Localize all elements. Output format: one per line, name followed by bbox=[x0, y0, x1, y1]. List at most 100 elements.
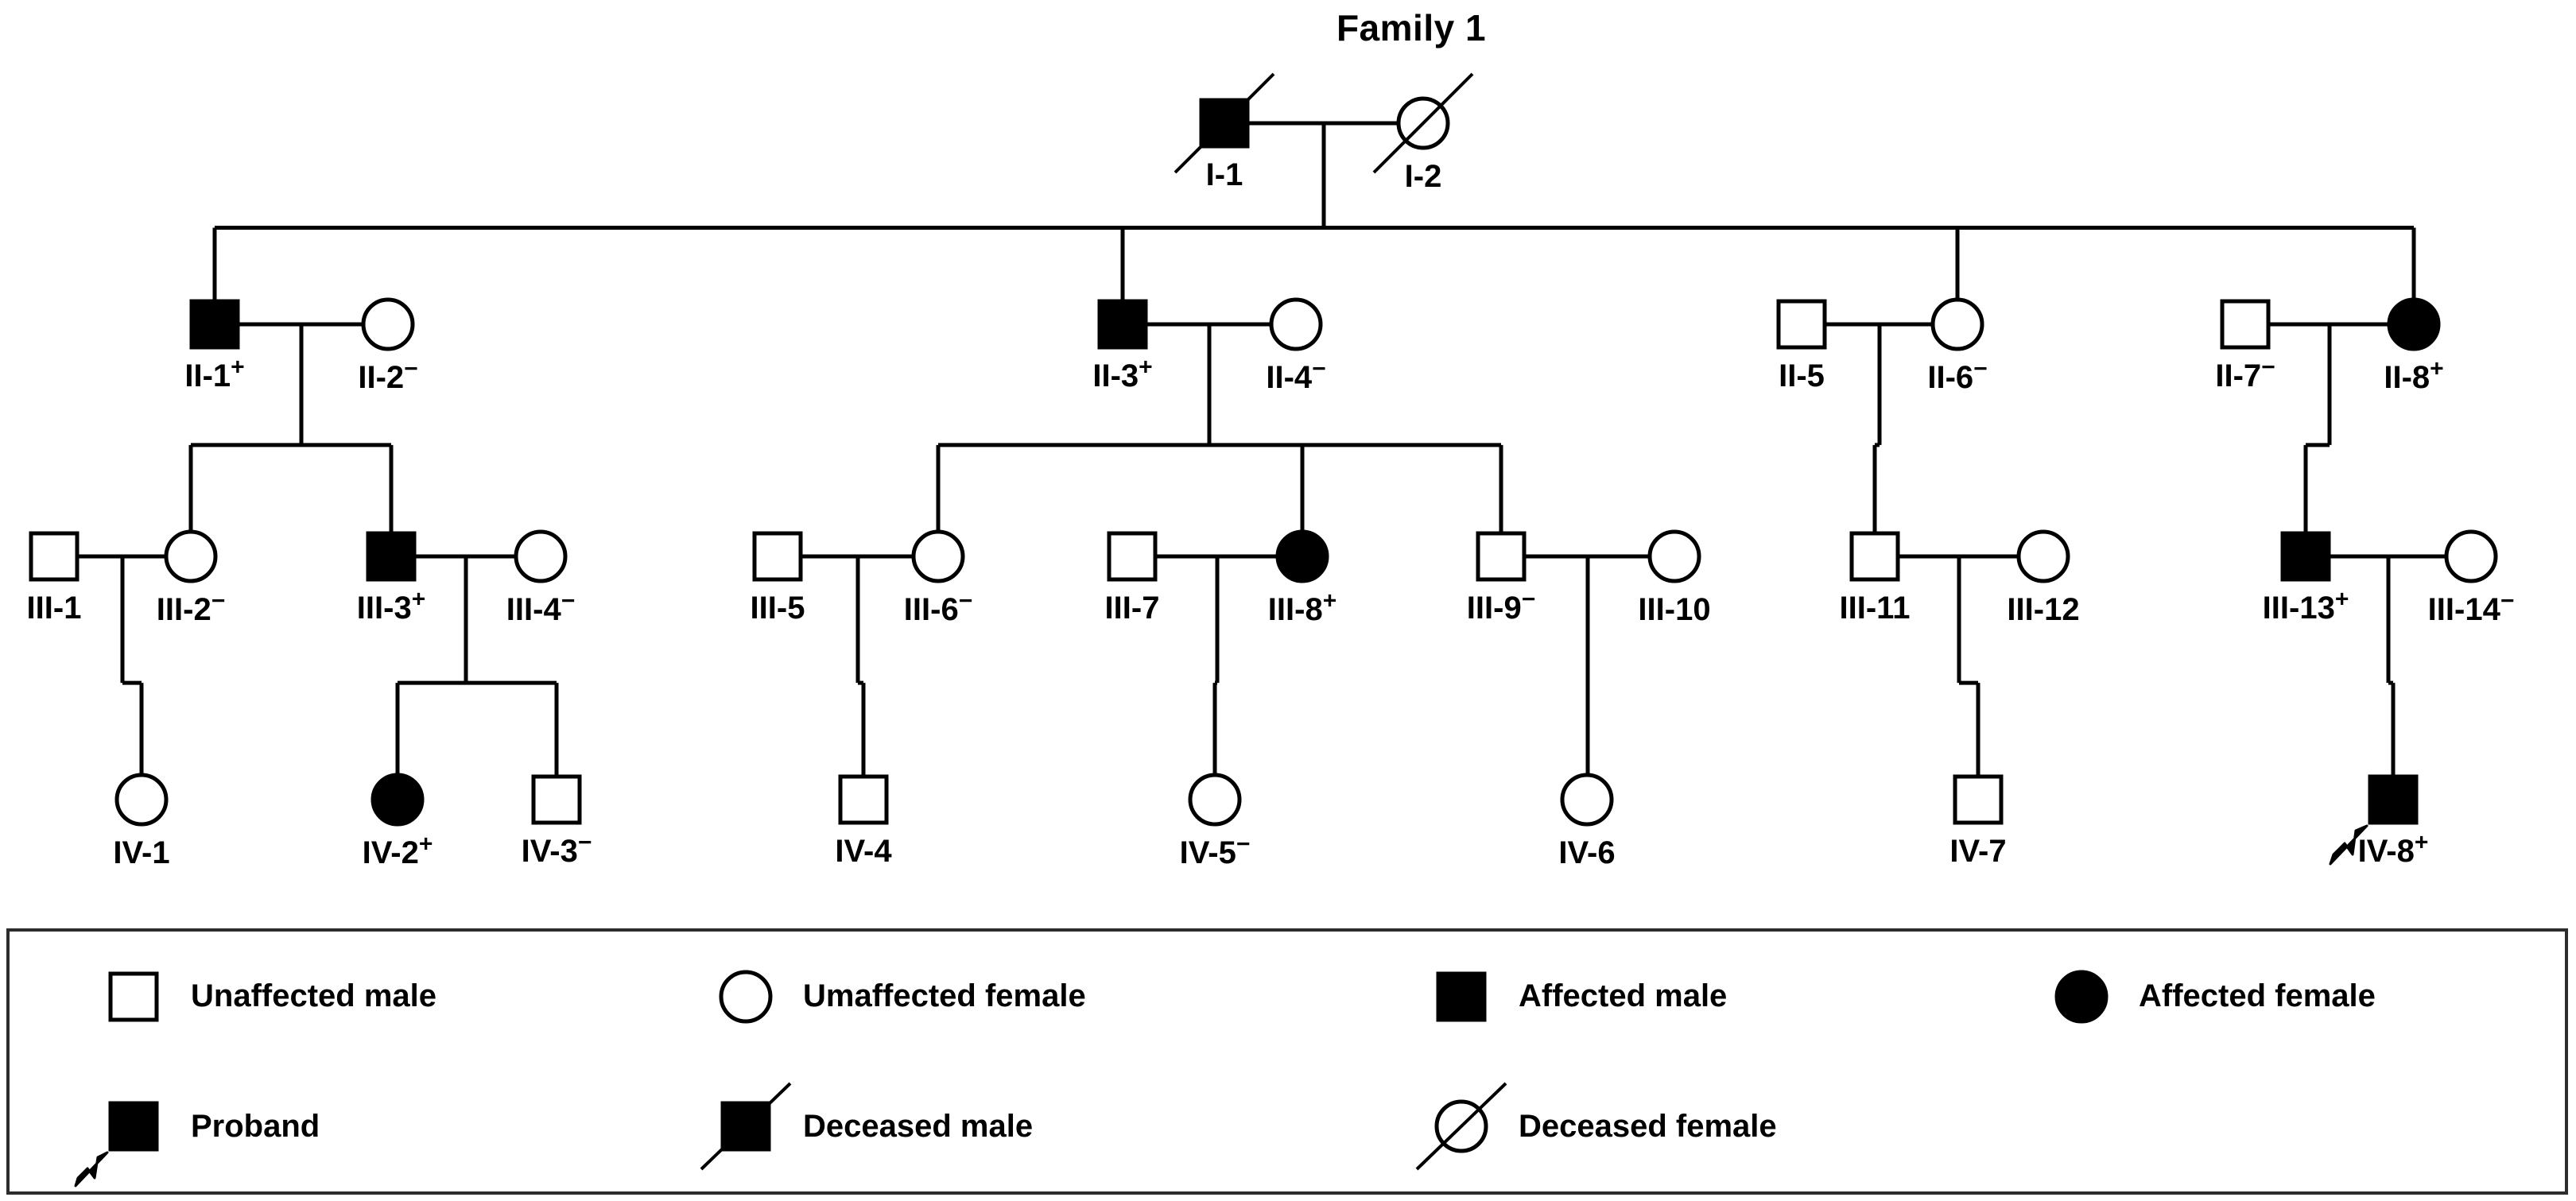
pedigree-svg bbox=[29, 72, 2498, 866]
individual-label-II-5: II-5 bbox=[1779, 360, 1825, 392]
individual-id-text: I-2 bbox=[1404, 159, 1442, 194]
legend-item-affected-female: Affected female bbox=[2045, 932, 2376, 1062]
legend-label: Affected male bbox=[1519, 978, 1728, 1014]
individual-label-IV-6: IV-6 bbox=[1558, 837, 1615, 869]
legend-label: Umaffected female bbox=[803, 978, 1086, 1014]
affected-female-symbol bbox=[1275, 529, 1329, 583]
genotype-marker: + bbox=[2414, 829, 2429, 856]
figure-title-text: Family 1 bbox=[1336, 7, 1487, 48]
individual-label-I-1: I-1 bbox=[1206, 159, 1243, 191]
legend-label: Deceased male bbox=[803, 1108, 1034, 1144]
unaffected-female-symbol bbox=[361, 297, 415, 351]
genotype-marker: + bbox=[1322, 587, 1337, 614]
individual-III-9 bbox=[1476, 531, 1527, 582]
legend-symbol-circle-filled bbox=[2045, 953, 2124, 1040]
individual-IV-7 bbox=[1953, 774, 2004, 825]
deceased-slash-icon bbox=[1174, 72, 1275, 174]
individual-id-text: IV-1 bbox=[113, 835, 170, 870]
unaffected-male-symbol bbox=[1476, 531, 1527, 582]
individual-label-II-2: II-2− bbox=[358, 357, 417, 393]
individual-II-3 bbox=[1097, 299, 1148, 350]
individual-III-13 bbox=[2280, 531, 2331, 582]
legend-circle-symbol bbox=[2054, 970, 2109, 1024]
individual-label-II-6: II-6− bbox=[1927, 357, 1987, 395]
genotype-marker: − bbox=[1236, 831, 1251, 858]
unaffected-female-symbol bbox=[1647, 529, 1701, 583]
legend-symbol-circle-open-slash bbox=[1415, 1082, 1507, 1171]
genotype-marker: + bbox=[2334, 586, 2349, 613]
individual-id-text: III-8 bbox=[1267, 592, 1323, 627]
unaffected-male-symbol bbox=[1107, 531, 1158, 582]
individual-label-IV-5: IV-5− bbox=[1180, 832, 1251, 869]
individual-II-2 bbox=[361, 297, 415, 351]
individual-label-I-2: I-2 bbox=[1405, 161, 1442, 192]
individual-IV-1 bbox=[114, 773, 169, 827]
individual-label-III-5: III-5 bbox=[751, 592, 805, 624]
individual-label-II-3: II-3+ bbox=[1092, 355, 1152, 392]
genotype-marker: + bbox=[2430, 355, 2444, 382]
individual-id-text: III-6 bbox=[903, 592, 959, 627]
genotype-marker: − bbox=[2261, 354, 2275, 381]
legend-label: Deceased female bbox=[1519, 1108, 1777, 1144]
individual-id-text: II-1 bbox=[184, 358, 231, 393]
individual-id-text: II-6 bbox=[1927, 360, 1974, 395]
unaffected-female-symbol bbox=[911, 529, 965, 583]
unaffected-male-symbol bbox=[1953, 774, 2004, 825]
individual-label-II-1: II-1+ bbox=[184, 355, 244, 393]
individual-label-III-7: III-7 bbox=[1105, 592, 1160, 624]
individual-II-8 bbox=[2387, 297, 2441, 351]
individual-id-text: III-3 bbox=[356, 591, 412, 626]
individual-id-text: II-5 bbox=[1779, 358, 1825, 393]
legend-square-symbol bbox=[1436, 971, 1487, 1022]
unaffected-female-symbol bbox=[1188, 773, 1242, 827]
individual-id-text: IV-7 bbox=[1949, 834, 2007, 869]
individual-id-text: III-14 bbox=[2427, 592, 2500, 627]
individual-id-text: IV-2 bbox=[362, 835, 419, 870]
legend-label: Affected female bbox=[2139, 978, 2376, 1014]
individual-id-text: III-5 bbox=[750, 591, 805, 626]
unaffected-male-symbol bbox=[752, 531, 803, 582]
individual-III-10 bbox=[1647, 529, 1701, 583]
genotype-marker: − bbox=[958, 587, 973, 614]
affected-female-symbol bbox=[2387, 297, 2441, 351]
unaffected-male-symbol bbox=[531, 774, 582, 825]
genotype-marker: − bbox=[561, 587, 576, 614]
individual-label-III-4: III-4− bbox=[506, 589, 575, 626]
individual-label-III-6: III-6− bbox=[903, 589, 972, 627]
individual-I-1 bbox=[1174, 72, 1275, 174]
individual-id-text: III-13 bbox=[2262, 591, 2335, 626]
legend-item-unaffected-male: Unaffected male bbox=[97, 932, 436, 1062]
individual-II-7 bbox=[2220, 299, 2271, 350]
genotype-marker: − bbox=[211, 587, 226, 614]
legend-symbol-circle-open bbox=[709, 953, 789, 1040]
affected-male-symbol bbox=[2368, 774, 2419, 825]
genotype-marker: − bbox=[577, 829, 592, 856]
individual-label-III-11: III-11 bbox=[1840, 592, 1911, 624]
legend-item-unaffected-female: Umaffected female bbox=[709, 932, 1086, 1062]
individual-label-III-13: III-13+ bbox=[2262, 587, 2349, 626]
individual-id-text: II-8 bbox=[2384, 360, 2431, 395]
symbols-group bbox=[29, 72, 2498, 866]
individual-label-III-3: III-3+ bbox=[356, 587, 425, 626]
proband-arrow-icon bbox=[2329, 824, 2368, 866]
affected-male-symbol bbox=[2280, 531, 2331, 582]
legend-item-deceased-female: Deceased female bbox=[1415, 1062, 1777, 1192]
individual-III-12 bbox=[2016, 529, 2070, 583]
individual-id-text: IV-3 bbox=[521, 834, 578, 869]
individual-id-text: III-12 bbox=[2007, 592, 2080, 627]
genotype-marker: − bbox=[1312, 355, 1326, 382]
individual-id-text: IV-6 bbox=[1558, 835, 1616, 870]
individual-label-IV-3: IV-3− bbox=[521, 831, 592, 869]
legend-circle-symbol bbox=[719, 970, 773, 1024]
unaffected-male-symbol bbox=[2220, 299, 2271, 350]
unaffected-male-symbol bbox=[1849, 531, 1900, 582]
individual-label-II-4: II-4− bbox=[1266, 357, 1325, 393]
genotype-marker: + bbox=[1139, 354, 1153, 381]
individual-label-III-12: III-12 bbox=[2007, 594, 2079, 626]
individual-label-IV-8: IV-8+ bbox=[2358, 831, 2429, 867]
individual-IV-6 bbox=[1560, 773, 1614, 827]
individual-III-7 bbox=[1107, 531, 1158, 582]
genotype-marker: + bbox=[411, 586, 426, 613]
legend-item-deceased-male: Deceased male bbox=[700, 1062, 1034, 1192]
